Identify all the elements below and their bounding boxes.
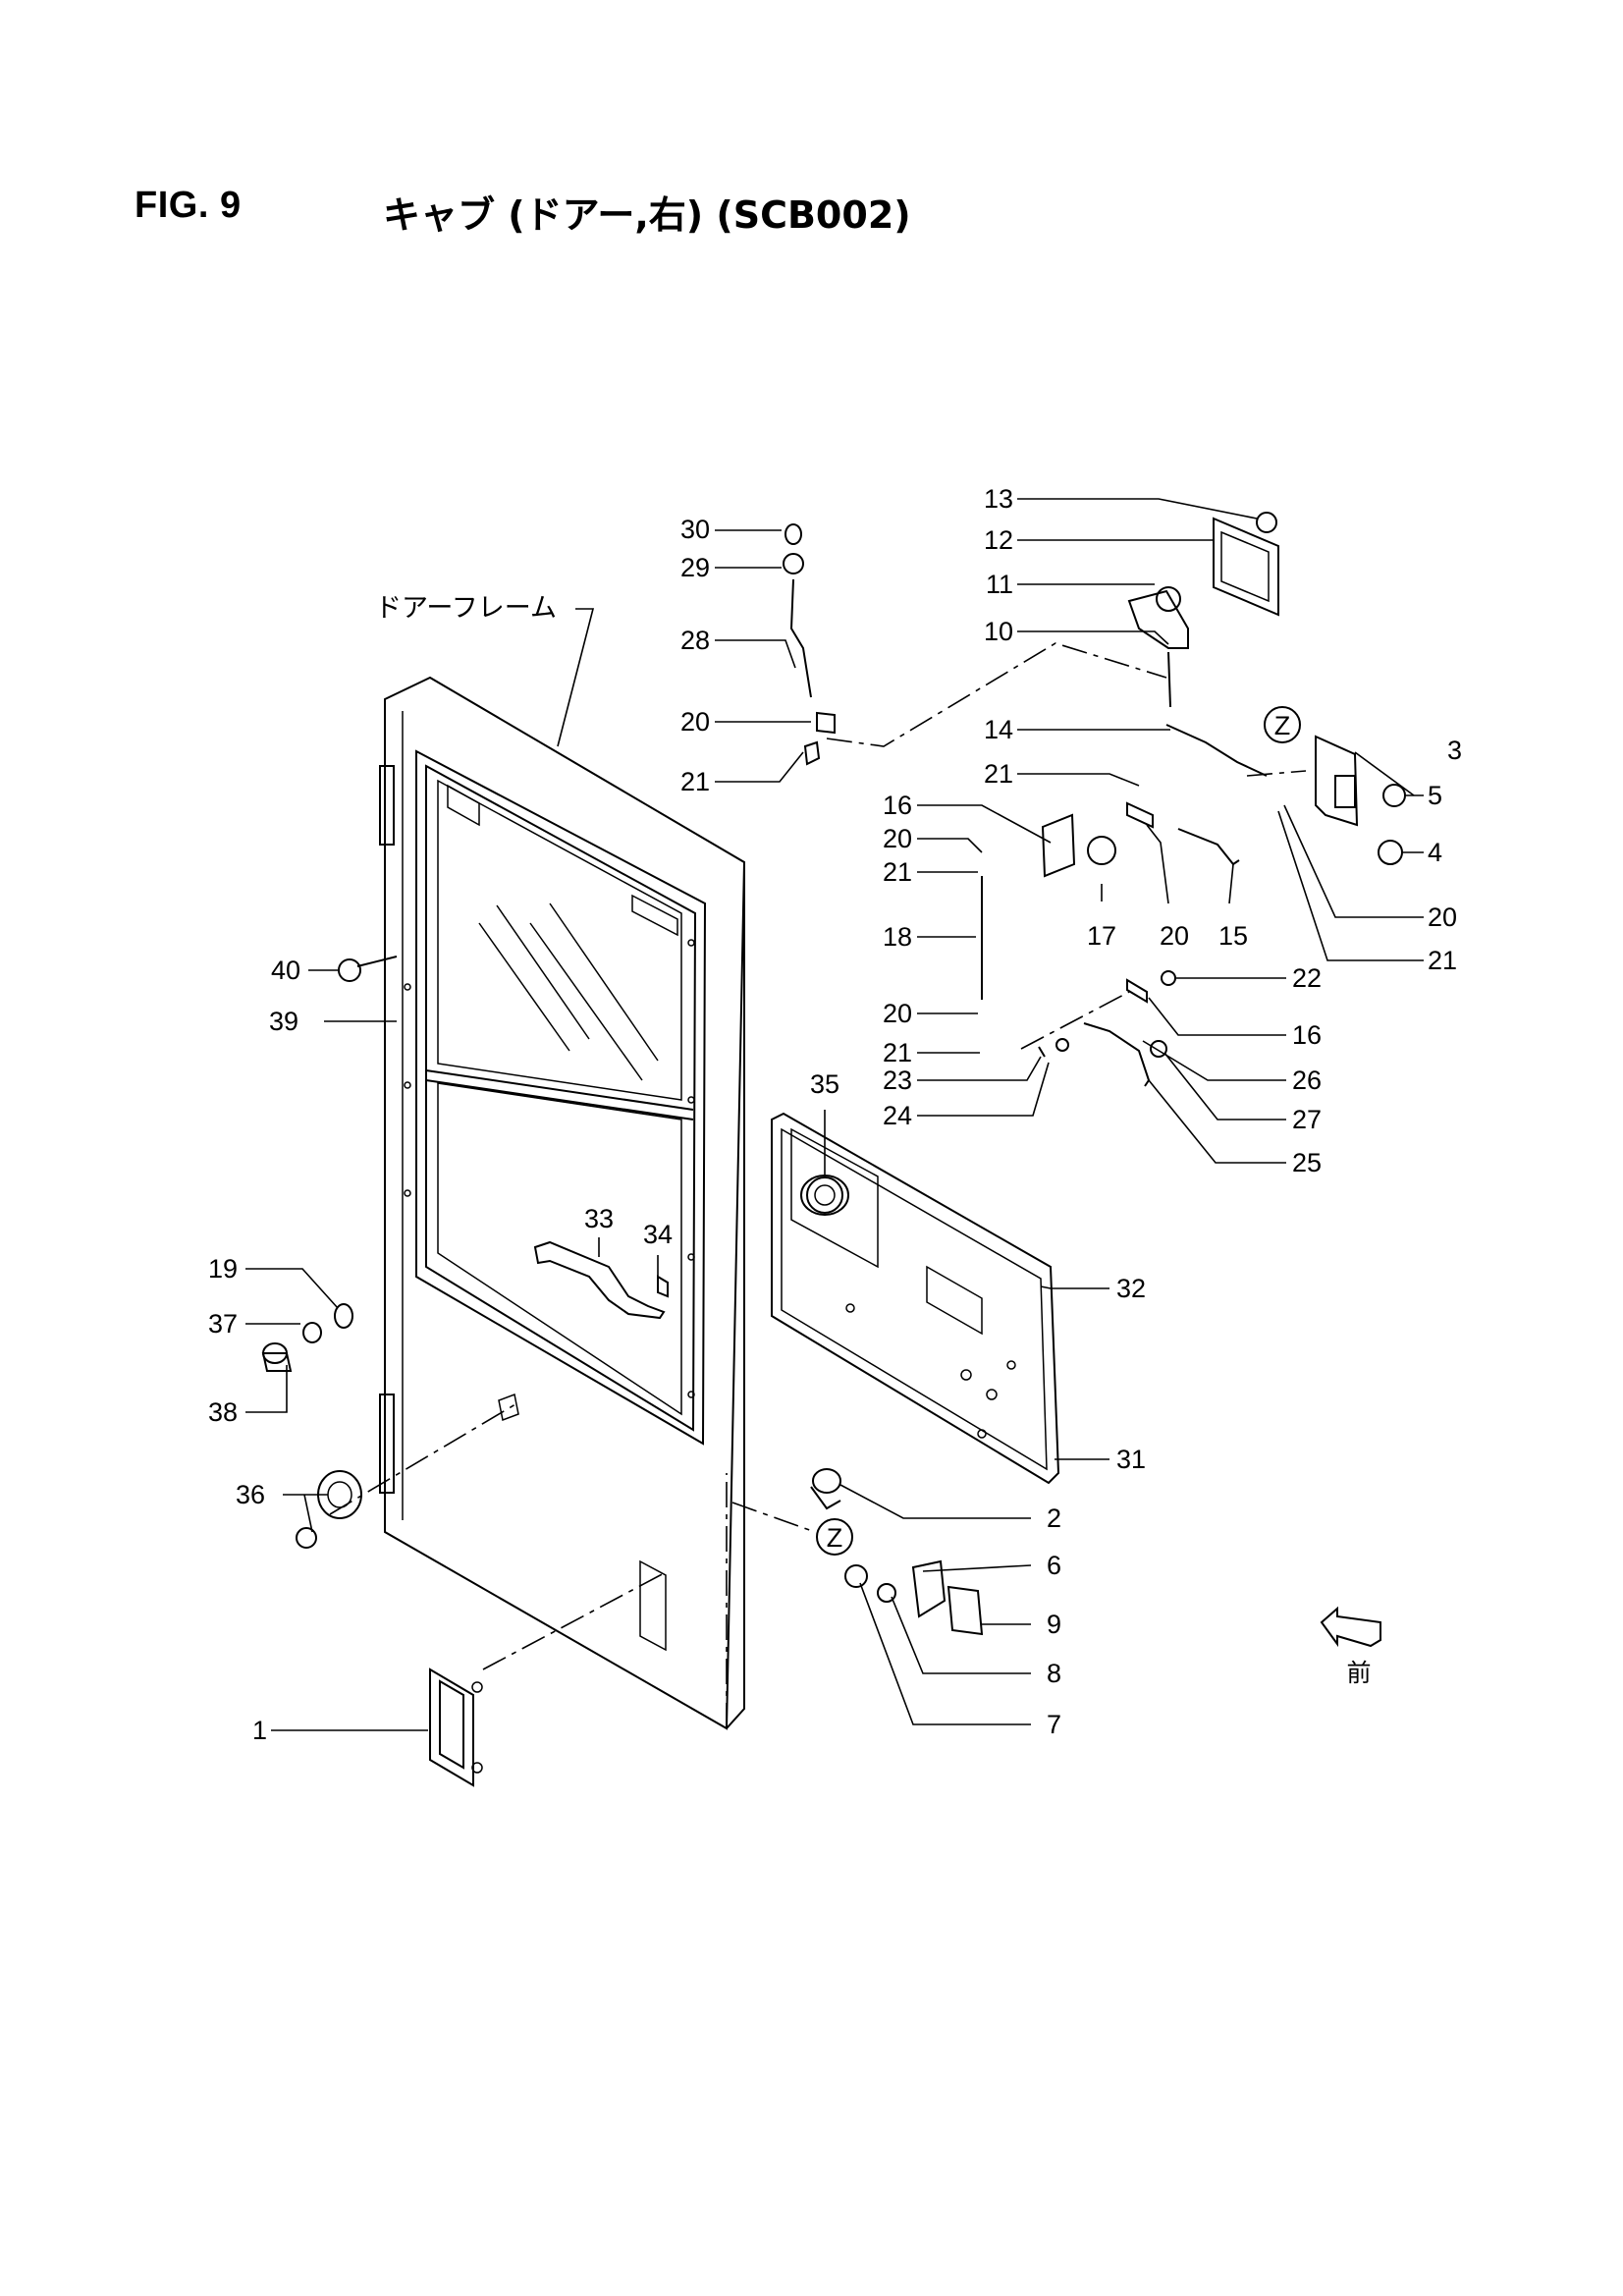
- grommet: [800, 1175, 849, 1216]
- callout-25: 25: [1292, 1148, 1322, 1177]
- inner-grip-handle: [533, 1240, 669, 1320]
- callout-15: 15: [1218, 921, 1248, 951]
- callout-5: 5: [1428, 781, 1442, 810]
- callout-20-d: 20: [883, 999, 912, 1028]
- callout-22: 22: [1292, 963, 1322, 993]
- callout-35: 35: [810, 1069, 839, 1099]
- callout-8: 8: [1047, 1659, 1061, 1688]
- callout-17: 17: [1087, 921, 1116, 951]
- callout-21-c: 21: [1428, 946, 1457, 975]
- callout-20-a: 20: [680, 707, 710, 737]
- front-direction-arrow: 前: [1320, 1606, 1381, 1687]
- callout-6: 6: [1047, 1551, 1061, 1580]
- callout-36: 36: [236, 1480, 265, 1509]
- callout-16-a: 16: [883, 791, 912, 820]
- frame-screw: [338, 956, 398, 982]
- callout-37: 37: [208, 1309, 238, 1339]
- callout-23: 23: [883, 1066, 912, 1095]
- bell-crank-assembly: [1038, 801, 1176, 1087]
- callout-38: 38: [208, 1397, 238, 1427]
- callout-16-b: 16: [1292, 1020, 1322, 1050]
- callout-18: 18: [883, 922, 912, 952]
- callout-21-d: 21: [883, 857, 912, 887]
- callout-4: 4: [1428, 838, 1442, 867]
- callout-12: 12: [984, 525, 1013, 555]
- callout-24: 24: [883, 1101, 912, 1130]
- figure-number: FIG. 9: [135, 185, 242, 226]
- phantom-lines: [329, 642, 1307, 1729]
- latch-striker-group: [844, 1559, 984, 1636]
- callout-2: 2: [1047, 1503, 1061, 1533]
- door-frame-label: ドアーフレーム: [375, 593, 557, 624]
- callout-39: 39: [269, 1007, 298, 1036]
- linkage-rods: [783, 523, 1268, 1000]
- callout-21-a: 21: [680, 767, 710, 796]
- callout-20-b: 20: [1428, 902, 1457, 932]
- detail-z-top: Z: [1274, 711, 1291, 740]
- callout-29: 29: [680, 553, 710, 582]
- callout-9: 9: [1047, 1610, 1061, 1639]
- figure-title: キャブ (ドアー,右) (SCB002): [383, 193, 911, 237]
- callout-1: 1: [252, 1716, 267, 1745]
- callout-7: 7: [1047, 1710, 1061, 1739]
- callout-19: 19: [208, 1254, 238, 1284]
- door-stopper-set: [261, 1303, 353, 1372]
- callout-13: 13: [984, 484, 1013, 514]
- outer-door-handle: [429, 1667, 483, 1787]
- detail-z-marks: Z Z: [816, 706, 1301, 1556]
- callout-27: 27: [1292, 1105, 1322, 1134]
- front-label: 前: [1346, 1659, 1371, 1687]
- callout-32: 32: [1116, 1274, 1146, 1303]
- callout-10: 10: [984, 617, 1013, 646]
- figure-header: FIG. 9 キャブ (ドアー,右) (SCB002): [0, 0, 1623, 255]
- detail-z-bottom: Z: [827, 1523, 843, 1553]
- callout-3: 3: [1447, 736, 1462, 765]
- callout-34: 34: [643, 1220, 673, 1249]
- callout-20-c: 20: [883, 824, 912, 853]
- callout-11: 11: [986, 570, 1013, 599]
- door-frame: [379, 676, 746, 1730]
- striker-plate: [296, 1393, 519, 1549]
- door-frame-callout: ドアーフレーム: [375, 593, 595, 747]
- callout-21-b: 21: [984, 759, 1013, 789]
- callout-28: 28: [680, 626, 710, 655]
- lock-cylinder: [810, 1468, 841, 1510]
- callout-40: 40: [271, 956, 300, 985]
- callout-21-e: 21: [883, 1038, 912, 1067]
- leader-lines: [245, 498, 1424, 1731]
- inner-trim-panel: [771, 1112, 1060, 1485]
- callout-33: 33: [584, 1204, 614, 1233]
- callout-30: 30: [680, 515, 710, 544]
- callout-26: 26: [1292, 1066, 1322, 1095]
- callout-20-e: 20: [1160, 921, 1189, 951]
- inner-handle-assembly: [1127, 512, 1279, 708]
- callout-numbers: 30 29 28 20 21 13 12 11 10 14 21 3 5 4 2…: [208, 484, 1462, 1745]
- callout-31: 31: [1116, 1445, 1146, 1474]
- callout-14: 14: [984, 715, 1013, 744]
